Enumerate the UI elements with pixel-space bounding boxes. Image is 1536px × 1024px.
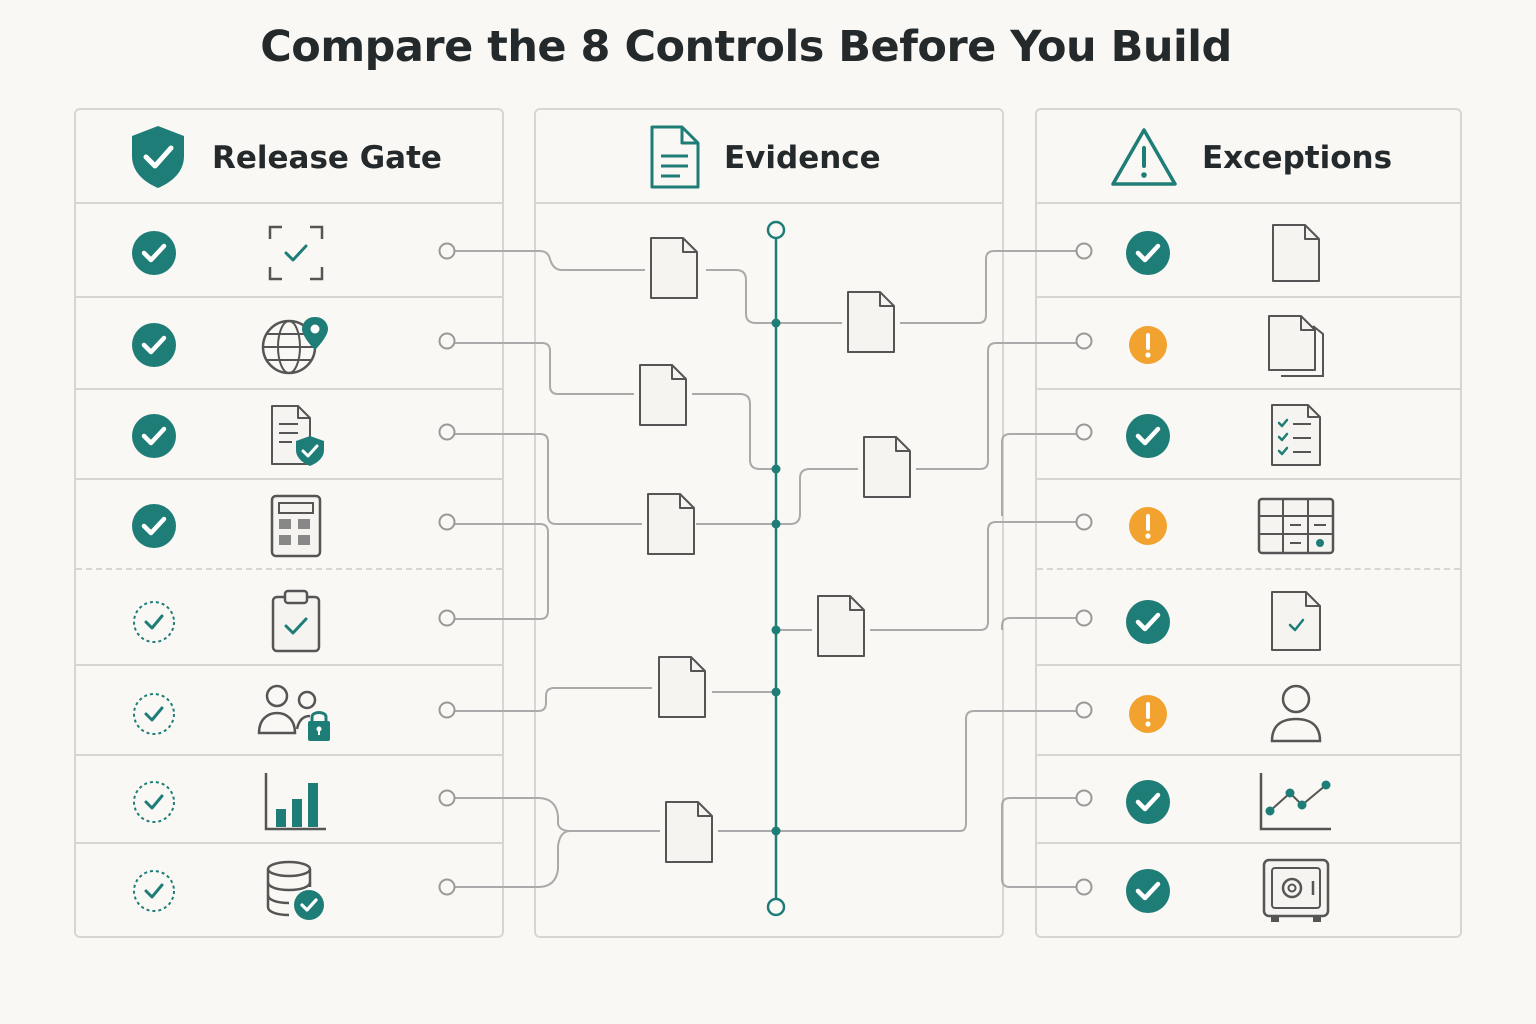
release-gate-header: Release Gate [76, 110, 502, 204]
exception-row [1037, 296, 1460, 388]
document-check-icon [1268, 590, 1324, 658]
evidence-panel: Evidence [534, 108, 1004, 938]
release-gate-row [76, 568, 502, 664]
exception-row [1037, 664, 1460, 754]
document-shield-icon [264, 404, 328, 472]
scan-check-icon [264, 223, 328, 287]
release-gate-title: Release Gate [212, 140, 442, 176]
exceptions-panel: Exceptions [1035, 108, 1462, 938]
checklist-icon [1267, 403, 1325, 473]
exceptions-title: Exceptions [1202, 140, 1393, 176]
document-icon [648, 124, 702, 194]
release-gate-row [76, 388, 502, 478]
shield-check-icon [128, 124, 188, 194]
bar-chart-icon [263, 771, 329, 837]
dashed-check-circle-icon [131, 691, 177, 741]
release-gate-row [76, 296, 502, 388]
check-circle-icon [131, 230, 177, 280]
check-circle-icon [131, 322, 177, 372]
check-circle-icon [131, 413, 177, 463]
exception-row [1037, 478, 1460, 568]
release-gate-row [76, 478, 502, 568]
table-grid-icon [1256, 496, 1336, 560]
dashed-check-circle-icon [131, 868, 177, 918]
release-gate-row [76, 664, 502, 754]
check-circle-icon [1125, 779, 1171, 829]
dashed-check-circle-icon [131, 779, 177, 829]
exceptions-header: Exceptions [1037, 110, 1460, 204]
safe-icon [1261, 857, 1331, 929]
user-icon [1268, 683, 1324, 749]
dashed-check-circle-icon [131, 599, 177, 649]
check-circle-icon [1125, 599, 1171, 649]
exception-row [1037, 204, 1460, 296]
globe-location-icon [259, 314, 333, 380]
line-chart-icon [1258, 771, 1334, 837]
exception-row [1037, 568, 1460, 664]
release-gate-row [76, 754, 502, 842]
warning-circle-icon [1128, 325, 1168, 369]
warning-circle-icon [1128, 694, 1168, 738]
release-gate-row [76, 204, 502, 296]
check-circle-icon [1125, 230, 1171, 280]
check-circle-icon [1125, 413, 1171, 463]
warning-triangle-icon [1109, 126, 1179, 192]
calculator-icon [268, 493, 324, 563]
exception-row [1037, 842, 1460, 938]
check-circle-icon [131, 503, 177, 553]
release-gate-row [76, 842, 502, 938]
documents-stack-icon [1265, 312, 1327, 382]
release-gate-panel: Release Gate [74, 108, 504, 938]
clipboard-check-icon [268, 589, 324, 659]
evidence-header: Evidence [536, 110, 1002, 204]
evidence-title: Evidence [724, 140, 881, 176]
exception-row [1037, 388, 1460, 478]
exception-row [1037, 754, 1460, 842]
database-check-icon [264, 859, 328, 927]
page-title: Compare the 8 Controls Before You Build [260, 22, 1232, 72]
document-icon [1269, 223, 1323, 287]
check-circle-icon [1125, 868, 1171, 918]
users-lock-icon [256, 683, 336, 749]
warning-circle-icon [1128, 506, 1168, 550]
